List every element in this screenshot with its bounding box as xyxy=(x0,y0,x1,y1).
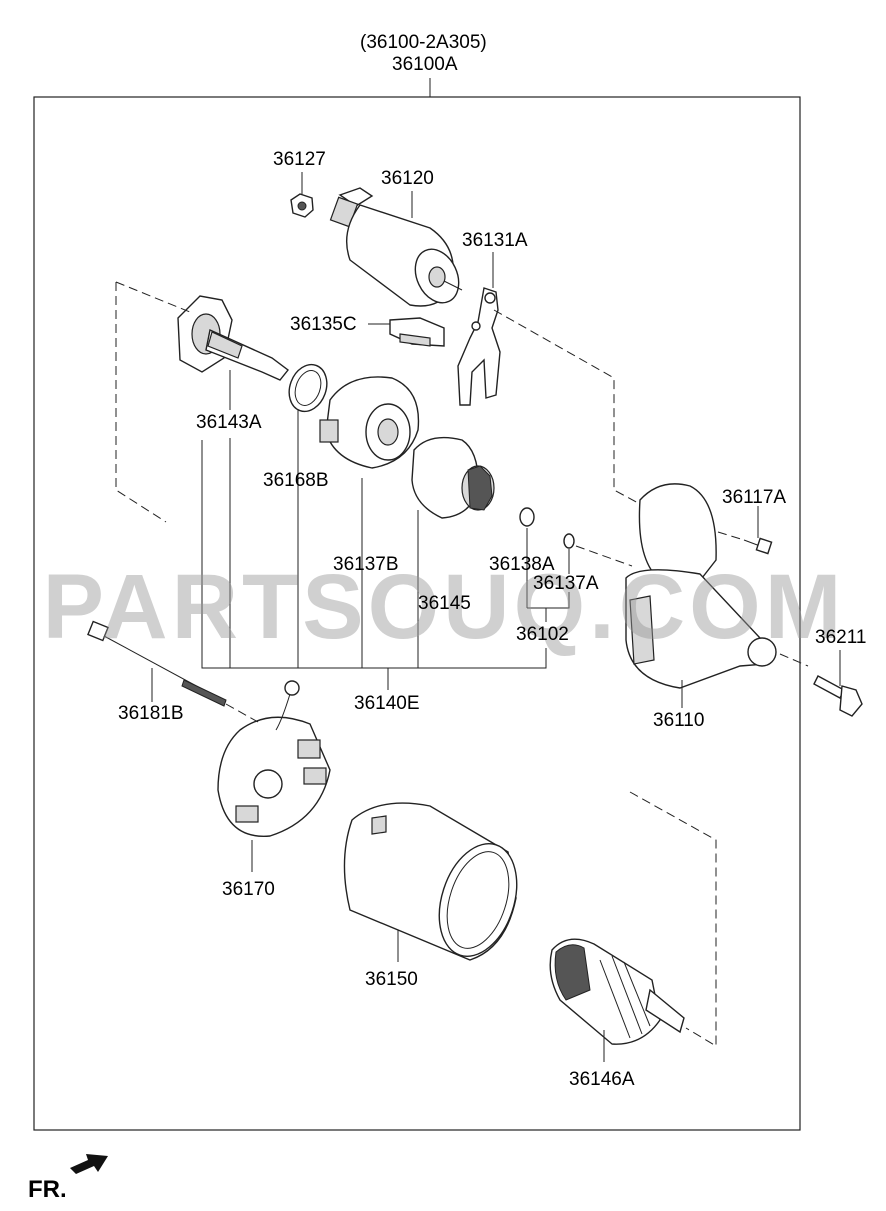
part-label-36117A[interactable]: 36117A xyxy=(722,487,787,508)
part-label-36127[interactable]: 36127 xyxy=(273,149,326,170)
part-label-36120[interactable]: 36120 xyxy=(381,168,434,189)
part-label-36140E[interactable]: 36140E xyxy=(354,693,420,714)
brush-holder-36170-icon[interactable] xyxy=(217,680,331,837)
part-label-36170[interactable]: 36170 xyxy=(222,879,275,900)
front-bracket-36110-icon[interactable] xyxy=(625,483,777,689)
part-label-36137A[interactable]: 36137A xyxy=(533,573,599,594)
solenoid-36120-icon[interactable] xyxy=(329,187,466,310)
armature-36146A-icon[interactable] xyxy=(549,938,685,1045)
part-label-36135C[interactable]: 36135C xyxy=(290,314,357,335)
part-label-36146A[interactable]: 36146A xyxy=(569,1069,635,1090)
bolt-36211-icon[interactable] xyxy=(813,675,863,717)
part-label-36138A[interactable]: 36138A xyxy=(489,554,555,575)
plate-36135C-icon[interactable] xyxy=(389,317,445,347)
front-direction-label: FR. xyxy=(28,1176,67,1203)
arrow-front-icon xyxy=(70,1154,108,1174)
nut-36127-icon[interactable] xyxy=(290,193,314,218)
part-label-36143A[interactable]: 36143A xyxy=(196,412,262,433)
part-label-36102[interactable]: 36102 xyxy=(516,624,569,645)
o-ring-36168B-icon[interactable] xyxy=(283,359,333,416)
assembly-alt-number: (36100-2A305) xyxy=(360,32,487,53)
part-label-36110[interactable]: 36110 xyxy=(653,710,705,731)
part-label-36211[interactable]: 36211 xyxy=(815,627,867,648)
screw-36117A-icon[interactable] xyxy=(743,537,773,555)
part-label-36168B[interactable]: 36168B xyxy=(263,470,329,491)
shift-lever-36131A-icon[interactable] xyxy=(457,287,501,406)
part-label-36137B[interactable]: 36137B xyxy=(333,554,399,575)
overrunning-clutch-36145-icon[interactable] xyxy=(411,436,495,519)
through-bolt-36181B-icon[interactable] xyxy=(87,620,227,707)
part-label-36131A[interactable]: 36131A xyxy=(462,230,528,251)
washer-36138A-icon[interactable] xyxy=(519,507,535,527)
assembly-frame xyxy=(33,96,801,1131)
snap-ring-36137A-icon[interactable] xyxy=(563,533,575,549)
gear-housing-36137B-icon[interactable] xyxy=(319,376,420,469)
part-label-36181B[interactable]: 36181B xyxy=(118,703,184,724)
assembly-number[interactable]: 36100A xyxy=(392,54,458,75)
gear-shaft-36143A-icon[interactable] xyxy=(177,295,289,381)
part-label-36150[interactable]: 36150 xyxy=(365,969,418,990)
yoke-36150-icon[interactable] xyxy=(343,802,530,966)
part-label-36145[interactable]: 36145 xyxy=(418,593,471,614)
